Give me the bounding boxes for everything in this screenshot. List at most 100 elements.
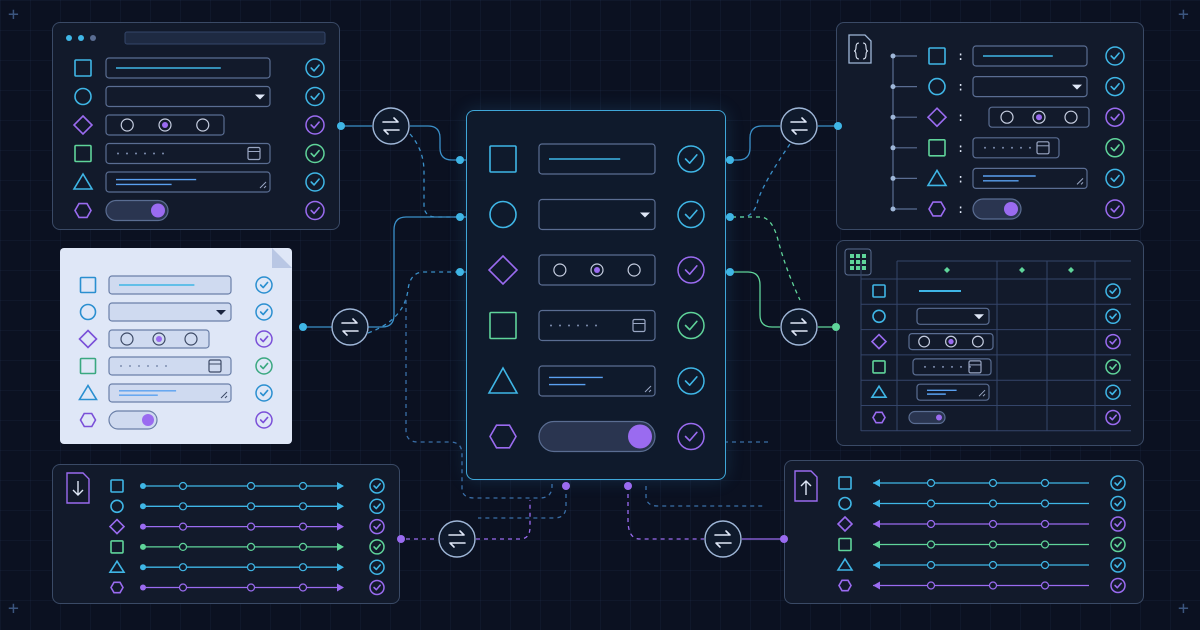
connector-dot xyxy=(890,206,896,212)
checkmark-icon xyxy=(677,145,705,173)
checkmark-icon xyxy=(369,579,385,596)
checkmark-icon xyxy=(1105,333,1121,350)
arrow-head xyxy=(873,540,880,549)
mapping-node xyxy=(988,540,998,549)
checkmark-icon xyxy=(1110,475,1126,491)
checkmark-icon xyxy=(677,311,705,340)
arrow-head xyxy=(873,561,880,569)
diamond-icon xyxy=(487,254,519,286)
mapping-node xyxy=(178,563,188,572)
toggle-switch xyxy=(108,410,158,430)
checkmark-icon xyxy=(1105,138,1125,158)
json-tree-form-panel: :::::: xyxy=(836,22,1144,230)
mapping-node xyxy=(246,481,256,491)
checkmark-icon xyxy=(369,498,385,515)
connector-dot xyxy=(890,53,896,59)
triangle-icon xyxy=(926,168,948,187)
arrow-head xyxy=(337,542,344,551)
arrow-head xyxy=(337,563,344,572)
checkmark-icon xyxy=(305,172,325,192)
diamond-icon xyxy=(72,114,94,136)
square-icon xyxy=(872,284,886,298)
diamond-icon xyxy=(926,107,948,128)
triangle-icon xyxy=(72,172,94,190)
checkmark-icon xyxy=(1105,199,1125,219)
diamond-icon xyxy=(870,333,888,350)
checkmark-icon xyxy=(369,539,385,555)
wire-dashed xyxy=(409,133,466,218)
checkmark-icon xyxy=(1110,495,1126,512)
sort-diamond-icon xyxy=(1019,267,1025,273)
textarea xyxy=(105,171,271,193)
square-icon xyxy=(110,479,124,493)
connector-dot xyxy=(140,584,146,591)
mapping-node xyxy=(298,522,308,531)
colon-separator: : xyxy=(957,202,964,216)
mapping-node xyxy=(926,540,936,549)
checkmark-icon xyxy=(255,384,273,402)
circle-icon xyxy=(838,496,852,511)
square-icon xyxy=(74,144,92,163)
square-icon xyxy=(928,47,946,65)
connector-dot xyxy=(140,543,146,550)
checkmark-icon xyxy=(1105,76,1125,97)
square-icon xyxy=(489,145,517,173)
mapping-node xyxy=(1040,560,1050,570)
date-input xyxy=(972,137,1060,159)
colon-separator: : xyxy=(957,171,964,185)
wire xyxy=(724,125,780,161)
wire xyxy=(724,271,780,328)
mapping-node xyxy=(246,563,256,572)
date-input xyxy=(538,309,656,342)
toggle-switch xyxy=(538,420,656,453)
mapping-node xyxy=(298,563,308,572)
circle-icon xyxy=(79,303,97,321)
checkmark-icon xyxy=(1105,283,1121,299)
checkmark-icon xyxy=(677,422,705,451)
wire-dashed xyxy=(405,300,553,499)
textarea xyxy=(972,167,1088,189)
mapping-node xyxy=(1040,581,1050,590)
connector-dot xyxy=(140,483,146,489)
radio-group xyxy=(108,329,210,349)
select-dropdown xyxy=(538,198,656,231)
checkmark-icon xyxy=(1105,384,1121,400)
checkmark-icon xyxy=(369,518,385,535)
square-icon xyxy=(79,276,97,294)
toggle-switch xyxy=(972,198,1022,220)
radio-group xyxy=(105,114,225,136)
checkmark-icon xyxy=(677,367,705,395)
wire-dashed xyxy=(478,486,567,519)
mapping-node xyxy=(926,519,936,529)
hexagon-icon xyxy=(928,201,946,217)
checkmark-icon xyxy=(1110,536,1126,553)
mapping-node xyxy=(246,583,256,592)
square-icon xyxy=(928,139,946,157)
checkmark-icon xyxy=(255,276,273,294)
checkmark-icon xyxy=(255,303,273,321)
mapping-node xyxy=(988,581,998,590)
checkmark-icon xyxy=(1105,409,1121,426)
checkmark-icon xyxy=(677,256,705,284)
wire xyxy=(410,125,466,161)
radio-group xyxy=(988,106,1090,128)
date-input xyxy=(105,142,271,165)
download-icon xyxy=(66,472,90,504)
arrow-head xyxy=(873,520,880,528)
connector-dot xyxy=(140,564,146,571)
window-dot xyxy=(66,35,72,41)
corner-plus-icon: + xyxy=(8,598,19,619)
hexagon-icon xyxy=(79,412,97,428)
square-icon xyxy=(872,360,886,374)
folded-page-icon xyxy=(272,248,292,268)
mapping-node xyxy=(178,583,188,592)
mapping-node xyxy=(298,583,308,592)
checkmark-icon xyxy=(305,200,325,221)
textarea xyxy=(538,365,656,397)
circle-icon xyxy=(110,499,124,514)
select-dropdown xyxy=(972,75,1088,98)
colon-separator: : xyxy=(957,80,964,94)
mapping-node xyxy=(246,502,256,511)
wire-dashed xyxy=(724,216,801,301)
